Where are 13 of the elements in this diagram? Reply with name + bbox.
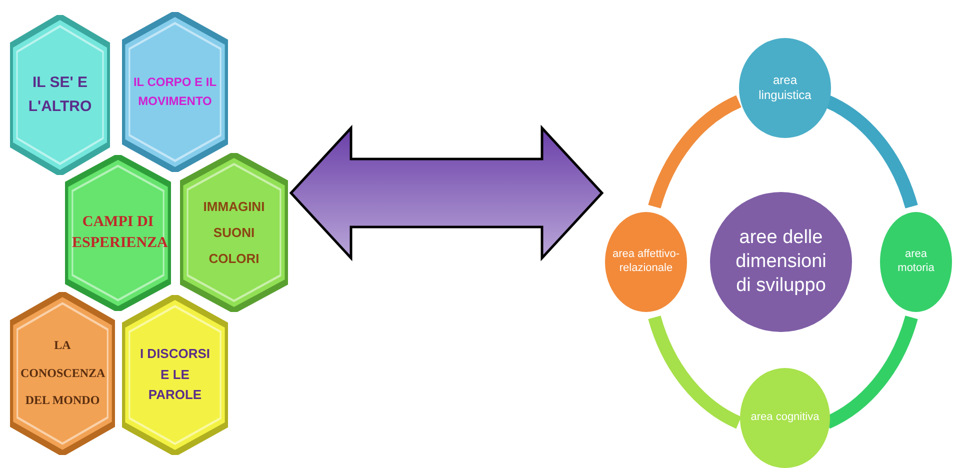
hexagon-label: IL CORPO E IL MOVIMENTO (132, 74, 218, 110)
ring-arc (648, 96, 742, 209)
double-arrow (289, 124, 604, 262)
circle-label: area linguistica (758, 73, 812, 103)
circle-label: aree delle dimensioni di sviluppo (734, 226, 828, 298)
hexagon-label: IMMAGINI SUONI COLORI (202, 198, 266, 268)
hexagon-label: IL SE' E L'ALTRO (27, 73, 93, 117)
circle-label: area affettivo-relazionale (611, 248, 681, 276)
circle-label: area cognitiva (750, 411, 820, 425)
hexagon-label: I DISCORSI E LE PAROLE (138, 344, 212, 404)
hexagon-label: LA CONOSCENZA DEL MONDO (20, 337, 104, 410)
circle-label: area motoria (896, 248, 936, 276)
ring-arc (648, 315, 742, 428)
